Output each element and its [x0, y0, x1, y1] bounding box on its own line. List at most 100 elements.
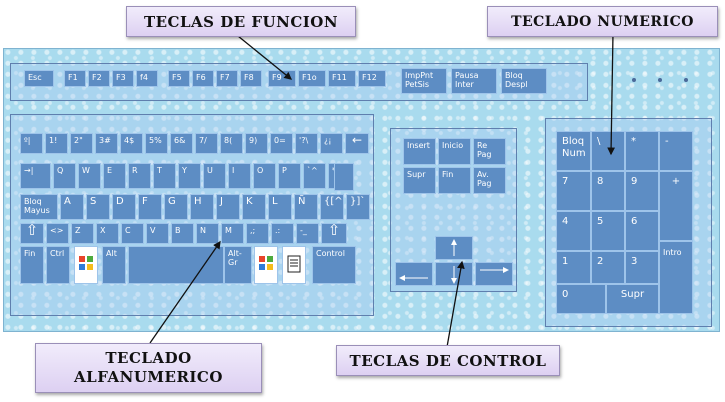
key-alpha-r4-0[interactable]: ⇧ [20, 223, 44, 244]
key-alpha-r3-2[interactable]: S [86, 194, 110, 220]
key-alpha-r3-12[interactable]: }]` [346, 194, 370, 220]
key-fin[interactable]: Fin [438, 167, 471, 194]
key-alpha-r3-8[interactable]: K [242, 194, 266, 220]
key-numpad-2[interactable]: 2 [591, 251, 625, 284]
key-alpha-r4-2[interactable]: Z [71, 223, 94, 244]
key-numpad-7[interactable]: 7 [556, 171, 591, 211]
key-numpad-6[interactable]: 6 [625, 211, 659, 251]
key-alpha-r2-6[interactable]: Y [178, 163, 201, 189]
key-numpad-9[interactable]: 9 [625, 171, 659, 211]
key-alpha-r3-0[interactable]: Bloq Mayus [20, 194, 58, 220]
key-f12[interactable]: F12 [358, 70, 386, 87]
key-supr[interactable]: Supr [403, 167, 436, 194]
key-bloqnum[interactable]: Bloq Num [556, 131, 591, 171]
key-numpad-intro[interactable]: Intro [659, 241, 693, 314]
key-alpha-r1-0[interactable]: º| [20, 133, 43, 154]
key-fin-bottom[interactable]: Fin [20, 246, 44, 284]
key-alpha-r2-9[interactable]: O [253, 163, 276, 189]
key-alpha-r4-8[interactable]: M [221, 223, 244, 244]
key-alpha-r4-5[interactable]: V [146, 223, 169, 244]
key-numpad-plus[interactable]: + [659, 171, 693, 241]
key-alpha-r4-11[interactable]: -_ [296, 223, 319, 244]
key-alt[interactable]: Alt [102, 246, 126, 284]
key-numpad-minus[interactable]: - [659, 131, 693, 171]
key-alpha-r1-3[interactable]: 3# [95, 133, 118, 154]
key-alpha-r1-11[interactable]: '?\ [295, 133, 318, 154]
key-f8[interactable]: F8 [240, 70, 262, 87]
key-f7[interactable]: F7 [216, 70, 238, 87]
key-numpad-star[interactable]: * [625, 131, 659, 171]
key-numpad-1[interactable]: 1 [556, 251, 591, 284]
key-alpha-r3-5[interactable]: G [164, 194, 188, 220]
key-alpha-r3-9[interactable]: L [268, 194, 292, 220]
key-inicio[interactable]: Inicio [438, 138, 471, 165]
key-alpha-r1-4[interactable]: 4$ [120, 133, 143, 154]
key-numpad-4[interactable]: 4 [556, 211, 591, 251]
key-alpha-r3-7[interactable]: J [216, 194, 240, 220]
key-alpha-r1-9[interactable]: 9) [245, 133, 268, 154]
key-f10[interactable]: F1o [298, 70, 326, 87]
key-alpha-r2-5[interactable]: T [153, 163, 176, 189]
key-f11[interactable]: F11 [328, 70, 356, 87]
key-alpha-r2-4[interactable]: R [128, 163, 151, 189]
key-alpha-r1-5[interactable]: 5% [145, 133, 168, 154]
key-alpha-r1-6[interactable]: 6& [170, 133, 193, 154]
key-numpad-8[interactable]: 8 [591, 171, 625, 211]
key-windows-left[interactable] [74, 246, 98, 284]
key-arrow-left[interactable] [395, 262, 433, 286]
key-space[interactable] [128, 246, 224, 284]
key-numpad-supr[interactable]: Supr [606, 284, 659, 314]
key-pausa[interactable]: Pausa Inter [451, 68, 497, 94]
key-alpha-r4-1[interactable]: <> [46, 223, 69, 244]
key-alpha-r4-12[interactable]: ⇧ [321, 223, 347, 244]
key-alpha-r3-3[interactable]: D [112, 194, 136, 220]
key-f4[interactable]: f4 [136, 70, 158, 87]
key-alpha-r2-2[interactable]: W [78, 163, 101, 189]
key-alpha-r3-11[interactable]: {[^ [320, 194, 344, 220]
key-alpha-r2-3[interactable]: E [103, 163, 126, 189]
key-avpag[interactable]: Av. Pag [473, 167, 506, 194]
key-numpad-5[interactable]: 5 [591, 211, 625, 251]
key-alpha-r4-6[interactable]: B [171, 223, 194, 244]
key-alpha-r2-10[interactable]: P [278, 163, 301, 189]
key-alpha-r2-0[interactable]: →| [20, 163, 51, 189]
key-control[interactable]: Control [312, 246, 356, 284]
key-numpad-3[interactable]: 3 [625, 251, 659, 284]
key-enter[interactable] [334, 163, 354, 191]
key-alpha-r3-1[interactable]: A [60, 194, 84, 220]
key-f3[interactable]: F3 [112, 70, 134, 87]
key-alpha-r4-10[interactable]: .: [271, 223, 294, 244]
key-alpha-r2-8[interactable]: I [228, 163, 251, 189]
key-arrow-right[interactable] [475, 262, 513, 286]
key-f1[interactable]: F1 [64, 70, 86, 87]
key-alpha-r4-4[interactable]: C [121, 223, 144, 244]
key-windows-right[interactable] [254, 246, 278, 284]
key-repag[interactable]: Re Pag [473, 138, 506, 165]
key-f2[interactable]: F2 [88, 70, 110, 87]
key-esc[interactable]: Esc [24, 70, 54, 87]
key-alpha-r3-4[interactable]: F [138, 194, 162, 220]
key-f6[interactable]: F6 [192, 70, 214, 87]
key-alpha-r4-9[interactable]: ,; [246, 223, 269, 244]
key-alpha-r2-1[interactable]: Q [53, 163, 76, 189]
key-altgr[interactable]: Alt-Gr [224, 246, 252, 284]
key-f5[interactable]: F5 [168, 70, 190, 87]
key-numpad-0[interactable]: 0 [556, 284, 606, 314]
key-alpha-r1-13[interactable]: ← [345, 133, 369, 154]
key-alpha-r1-1[interactable]: 1! [45, 133, 68, 154]
key-insert[interactable]: Insert [403, 138, 436, 165]
key-alpha-r2-11[interactable]: `^ [303, 163, 326, 189]
key-alpha-r1-10[interactable]: 0= [270, 133, 293, 154]
key-bloqdespl[interactable]: Bloq Despl [501, 68, 547, 94]
key-alpha-r1-7[interactable]: 7/ [195, 133, 218, 154]
key-alpha-r3-10[interactable]: Ñ [294, 194, 318, 220]
key-alpha-r1-8[interactable]: 8( [220, 133, 243, 154]
key-alpha-r2-7[interactable]: U [203, 163, 226, 189]
key-alpha-r1-2[interactable]: 2" [70, 133, 93, 154]
key-imppnt[interactable]: ImpPnt PetSis [401, 68, 447, 94]
key-alpha-r4-7[interactable]: N [196, 223, 219, 244]
key-alpha-r1-12[interactable]: ¿¡ [320, 133, 343, 154]
key-alpha-r4-3[interactable]: X [96, 223, 119, 244]
key-ctrl[interactable]: Ctrl [46, 246, 70, 284]
key-alpha-r3-6[interactable]: H [190, 194, 214, 220]
